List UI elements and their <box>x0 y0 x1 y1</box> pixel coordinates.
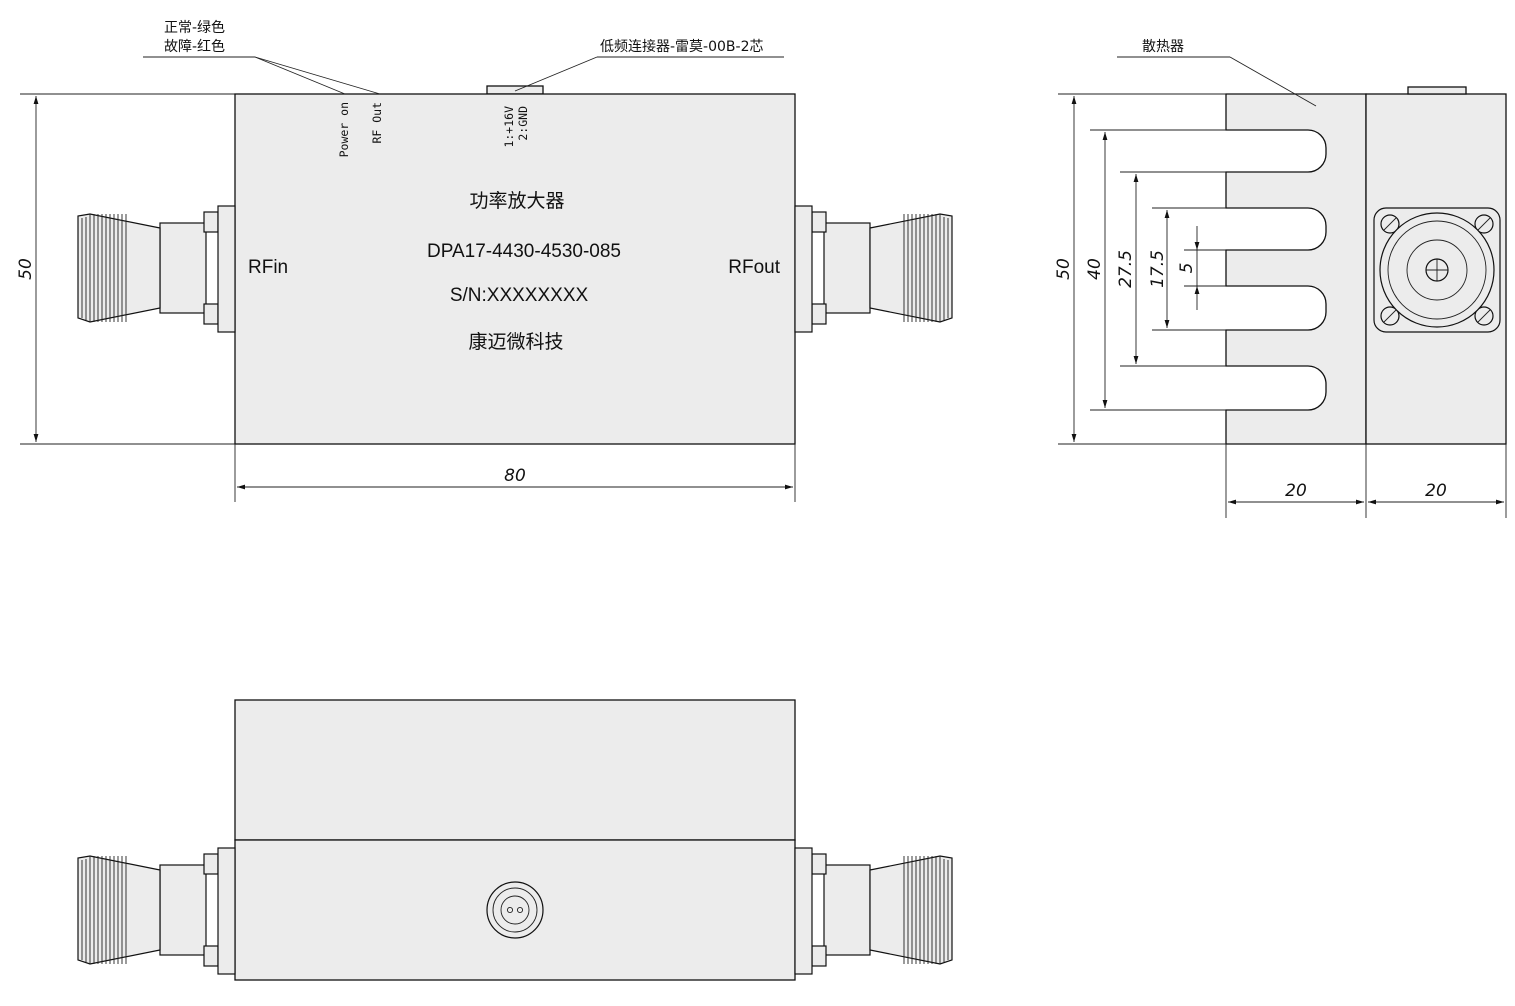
company-name: 康迈微科技 <box>468 331 563 353</box>
serial-number: S/N:XXXXXXXX <box>450 285 589 306</box>
led-note-fault: 故障-红色 <box>164 38 225 55</box>
front-view: 50 功率放大器 DPA17-4430-4530-085 S/N:XXXXXXX… <box>16 19 953 502</box>
rf-out-connector <box>794 205 953 333</box>
side-view: 散热器 50 40 27.5 17.5 5 20 20 <box>1054 39 1507 518</box>
bottom-rf-in-connector <box>77 847 236 975</box>
n-connector-front <box>1373 207 1501 333</box>
bottom-rf-out-connector <box>794 847 953 975</box>
dim-side-17-5: 17.5 <box>1148 250 1168 288</box>
heatsink-label: 散热器 <box>1142 39 1184 55</box>
heatsink <box>1225 93 1367 445</box>
amplifier-body <box>234 93 796 445</box>
bottom-view <box>77 699 953 981</box>
led-note-normal: 正常-绿色 <box>164 19 225 36</box>
port-label-rfout: RFout <box>728 257 780 278</box>
pin-label-2: 2:GND <box>516 106 530 141</box>
port-label-rfin: RFin <box>248 257 288 278</box>
dim-side-50: 50 <box>1054 258 1074 280</box>
dim-side-27-5: 27.5 <box>1116 250 1136 288</box>
dim-side-40: 40 <box>1085 258 1105 280</box>
dim-body-width: 20 <box>1425 481 1447 501</box>
lf-connector-stub <box>486 85 544 95</box>
bottom-heatsink <box>234 699 796 841</box>
pin-label-1: 1:+16V <box>502 106 516 148</box>
led-label-rf: RF Out <box>370 102 384 144</box>
dim-heatsink-width: 20 <box>1285 481 1307 501</box>
lemo-connector <box>486 881 544 939</box>
model-number: DPA17-4430-4530-085 <box>427 241 621 262</box>
product-title: 功率放大器 <box>469 190 564 212</box>
rf-in-connector <box>77 205 236 333</box>
dim-front-width: 80 <box>504 466 526 486</box>
connector-note: 低频连接器-雷莫-00B-2芯 <box>600 38 763 55</box>
dim-side-5: 5 <box>1177 263 1197 274</box>
led-label-power: Power on <box>337 102 351 157</box>
dim-front-height: 50 <box>16 258 36 280</box>
